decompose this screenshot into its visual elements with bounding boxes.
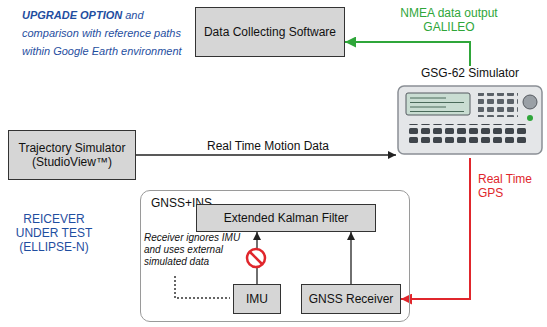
screen-line [410, 111, 464, 112]
screen-line [410, 102, 464, 103]
screen-line [410, 98, 446, 99]
edge-label: Real Time Motion Data [168, 139, 368, 153]
device-illustration [396, 82, 544, 158]
connector [401, 158, 470, 299]
note-block: UPGRADE OPTIONand comparison with refere… [22, 5, 202, 59]
prohibition-symbol [247, 249, 265, 267]
signal-generator: GSG-62 Simulator [396, 66, 544, 158]
note-heading: UPGRADE OPTION [22, 9, 122, 21]
node-text: GSG-62 Simulator [396, 66, 544, 80]
device-body [398, 86, 542, 154]
key-row [406, 124, 526, 146]
device-screen [406, 93, 470, 115]
device-knob [523, 95, 537, 109]
software-box: Data Collecting Software [195, 7, 345, 57]
note-text: Receiver ignores IMU and uses external s… [144, 232, 252, 268]
screen-line [410, 107, 446, 108]
node-text: Data Collecting Software [204, 25, 336, 39]
node-text: Extended Kalman Filter [224, 211, 349, 225]
receiver-box: GNSS Receiver [301, 284, 401, 314]
connector [350, 232, 351, 284]
imu-box: IMU [233, 284, 281, 314]
keypad [478, 93, 518, 117]
simulator-box: Trajectory Simulator (StudioView™) [8, 130, 136, 180]
node-text: IMU [246, 292, 268, 306]
connector [136, 154, 396, 155]
connector [345, 42, 470, 66]
edge-label: Real Time GPS [478, 172, 542, 200]
device-led [527, 115, 533, 121]
node-text: Trajectory Simulator (StudioView™) [15, 141, 129, 169]
node-text: GNSS Receiver [309, 292, 394, 306]
edge-label: NMEA data output GALILEO [384, 6, 514, 34]
filter-box: Extended Kalman Filter [196, 204, 376, 232]
test-label: REICEVER UNDER TEST (ELLIPSE-N) [4, 212, 104, 254]
dotted-lead [175, 276, 230, 298]
